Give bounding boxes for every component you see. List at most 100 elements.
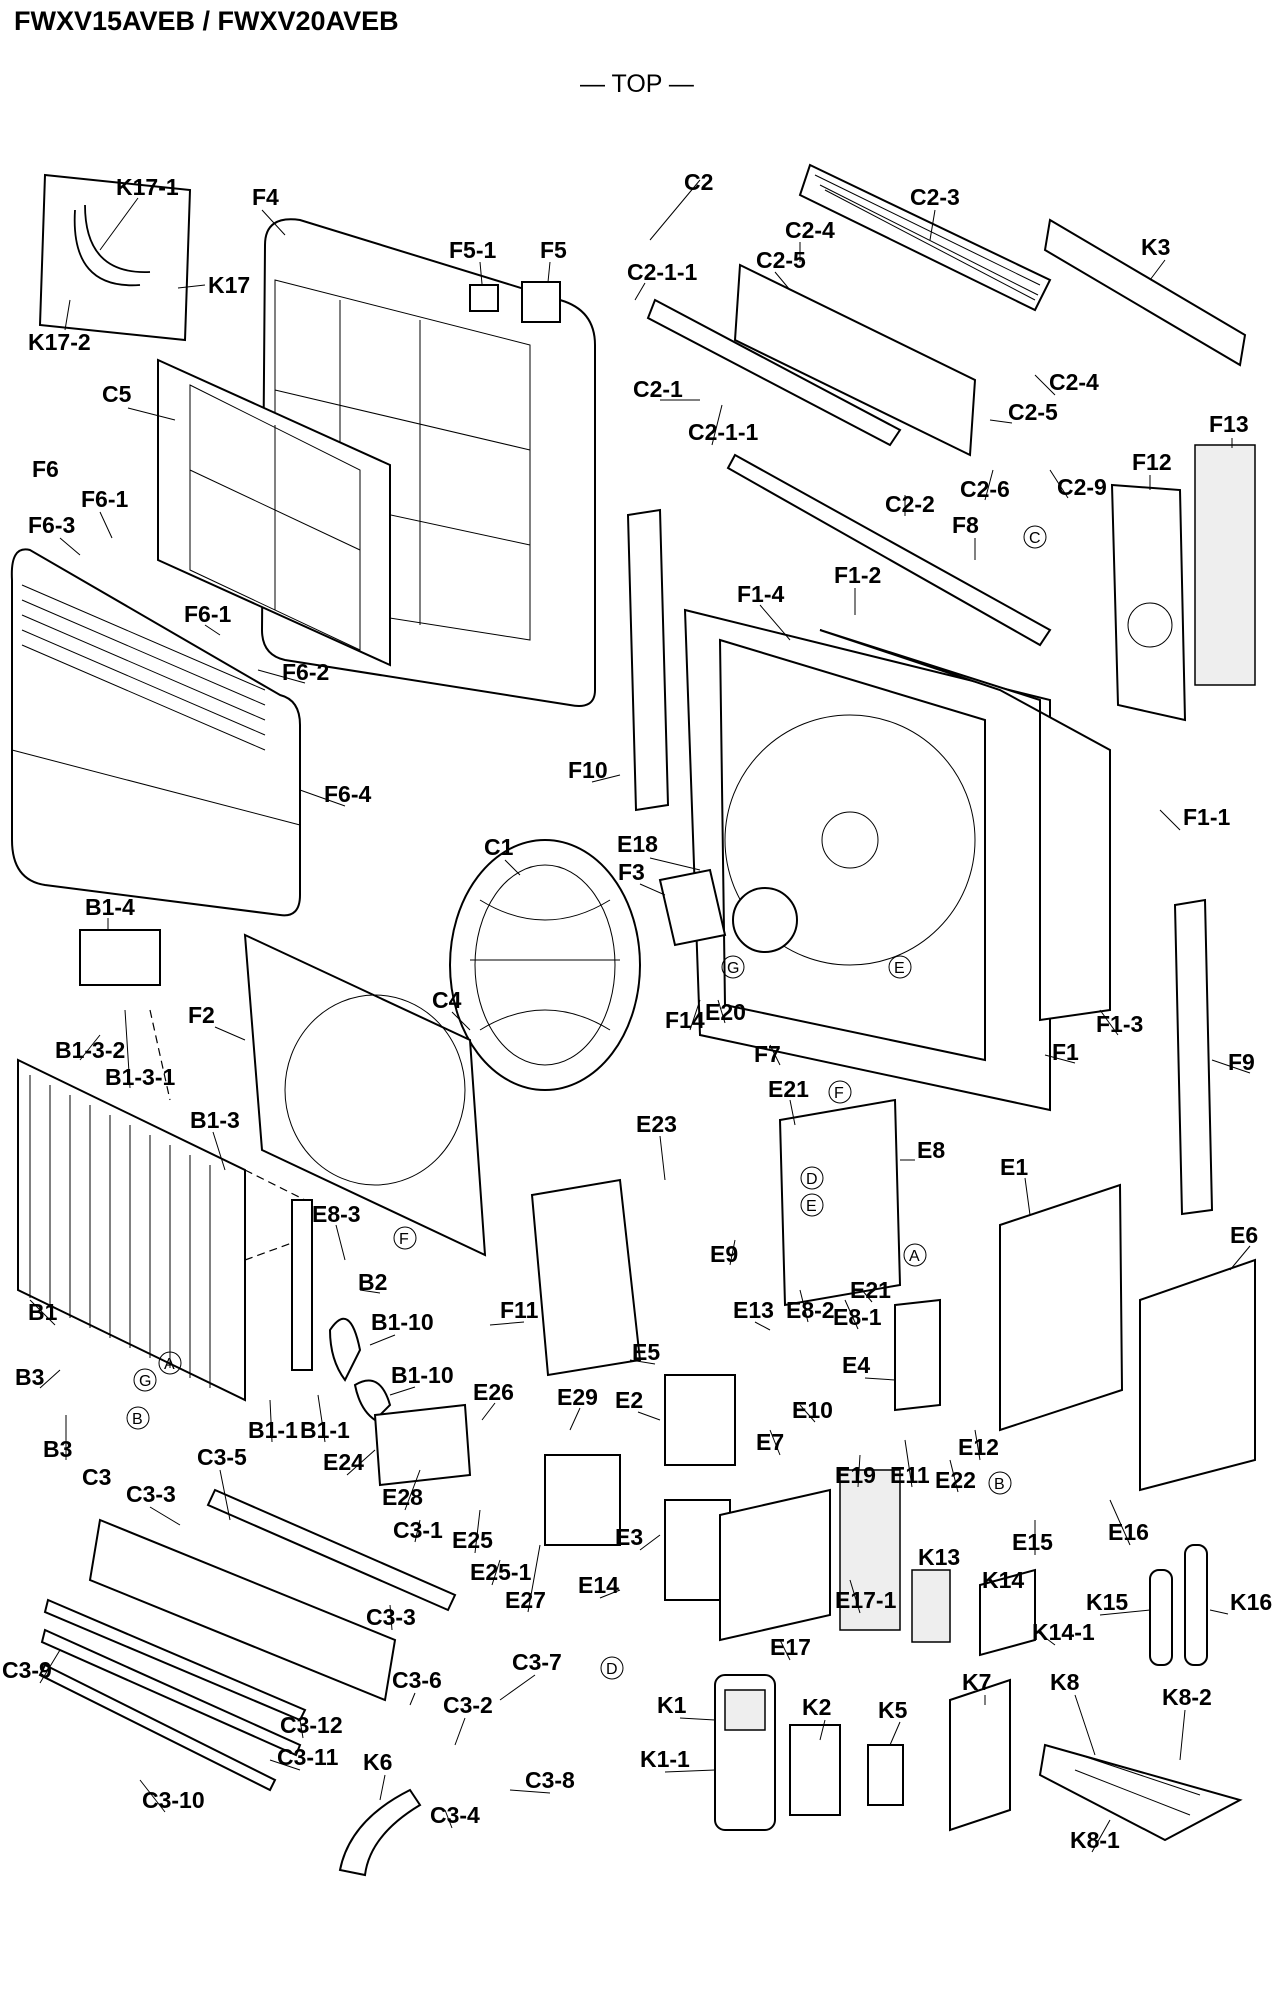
label-e26: E26 — [473, 1379, 514, 1405]
label-e8-3: E8-3 — [312, 1201, 361, 1227]
label-e24: E24 — [323, 1449, 364, 1475]
label-e8-1: E8-1 — [833, 1304, 882, 1330]
part-drawings — [10, 163, 1256, 1877]
leader-lines — [29, 179, 1251, 1853]
connector-markers: C G E F D E A F A G B B D — [126, 525, 1047, 1680]
label-f1-2: F1-2 — [834, 562, 881, 588]
label-e8-2: E8-2 — [786, 1297, 835, 1323]
label-e8: E8 — [917, 1137, 945, 1163]
label-k8-1: K8-1 — [1070, 1827, 1120, 1853]
label-b1-3-1: B1-3-1 — [105, 1064, 176, 1090]
label-k2: K2 — [802, 1694, 831, 1720]
label-e19: E19 — [835, 1462, 876, 1488]
view-label: — TOP — — [580, 70, 694, 98]
label-c2-1-1-a: C2-1-1 — [627, 259, 698, 285]
label-f6: F6 — [32, 456, 59, 482]
label-k14-1: K14-1 — [1032, 1619, 1095, 1645]
connector-d-pcb: D — [806, 1171, 818, 1188]
label-f3: F3 — [618, 859, 645, 885]
connector-e-casing: E — [894, 960, 905, 977]
connector-c-top: C — [1029, 530, 1041, 547]
label-c2-1: C2-1 — [633, 376, 683, 402]
label-f8: F8 — [952, 512, 979, 538]
label-c3-6: C3-6 — [392, 1667, 442, 1693]
label-k17-2: K17-2 — [28, 329, 91, 355]
label-b1-3: B1-3 — [190, 1107, 240, 1133]
connector-g-coil: G — [139, 1373, 151, 1390]
label-f6-4: F6-4 — [324, 781, 372, 807]
label-c3-5: C3-5 — [197, 1444, 247, 1470]
label-c1: C1 — [484, 834, 514, 860]
label-b2: B2 — [358, 1269, 387, 1295]
label-f13: F13 — [1209, 411, 1249, 437]
label-c2-3: C2-3 — [910, 184, 960, 210]
label-e4: E4 — [842, 1352, 870, 1378]
label-f1-4: F1-4 — [737, 581, 785, 607]
label-e2: E2 — [615, 1387, 643, 1413]
label-f11: F11 — [500, 1297, 539, 1323]
label-b1-10-b: B1-10 — [391, 1362, 454, 1388]
label-c3-11: C3-11 — [277, 1744, 339, 1770]
label-k1: K1 — [657, 1692, 687, 1718]
label-e25: E25 — [452, 1527, 493, 1553]
label-k8-2: K8-2 — [1162, 1684, 1212, 1710]
label-c2-6: C2-6 — [960, 476, 1010, 502]
label-f6-3: F6-3 — [28, 512, 75, 538]
connector-a-pcb: A — [909, 1248, 920, 1265]
label-e27: E27 — [505, 1587, 546, 1613]
label-f9: F9 — [1228, 1049, 1255, 1075]
connector-f-pcb: F — [834, 1085, 844, 1102]
label-e18: E18 — [617, 831, 658, 857]
label-f1-1: F1-1 — [1183, 804, 1231, 830]
label-k6: K6 — [363, 1749, 392, 1775]
label-f14: F14 — [665, 1007, 705, 1033]
label-k17: K17 — [208, 272, 250, 298]
callout-labels: K17-1 F4 F5-1 F5 C2 C2-3 K3 K17 K17-2 C2… — [2, 169, 1272, 1853]
label-e1: E1 — [1000, 1154, 1028, 1180]
label-k8: K8 — [1050, 1669, 1080, 1695]
connector-g-motor: G — [727, 960, 739, 977]
label-k7: K7 — [962, 1669, 991, 1695]
label-e14: E14 — [578, 1572, 619, 1598]
label-c2-9: C2-9 — [1057, 474, 1107, 500]
label-f6-1-a: F6-1 — [81, 486, 129, 512]
label-c5: C5 — [102, 381, 132, 407]
label-f5: F5 — [540, 237, 567, 263]
label-f2: F2 — [188, 1002, 215, 1028]
label-e15: E15 — [1012, 1529, 1053, 1555]
label-e7: E7 — [756, 1429, 784, 1455]
label-c3-3-a: C3-3 — [126, 1481, 176, 1507]
label-k3: K3 — [1141, 234, 1170, 260]
label-c2-5-a: C2-5 — [756, 247, 806, 273]
label-e29: E29 — [557, 1384, 598, 1410]
label-e17: E17 — [770, 1634, 811, 1660]
label-c4: C4 — [432, 987, 462, 1013]
label-e25-1: E25-1 — [470, 1559, 532, 1585]
label-c3-8: C3-8 — [525, 1767, 575, 1793]
label-b3-a: B3 — [15, 1364, 44, 1390]
label-f10: F10 — [568, 757, 608, 783]
connector-d-drain: D — [606, 1661, 618, 1678]
label-b1-10-a: B1-10 — [371, 1309, 434, 1335]
label-e20: E20 — [705, 999, 746, 1025]
connector-e-pcb: E — [806, 1198, 817, 1215]
label-e13: E13 — [733, 1297, 774, 1323]
label-e6: E6 — [1230, 1222, 1258, 1248]
label-k13: K13 — [918, 1544, 960, 1570]
label-b1-3-2: B1-3-2 — [55, 1037, 125, 1063]
connector-b-wire: B — [994, 1476, 1005, 1493]
label-c2-5-b: C2-5 — [1008, 399, 1058, 425]
label-c3-12: C3-12 — [280, 1712, 343, 1738]
label-c2-4-a: C2-4 — [785, 217, 835, 243]
label-f4: F4 — [252, 184, 279, 210]
page-title: FWXV15AVEB / FWXV20AVEB — [14, 6, 399, 36]
label-e28: E28 — [382, 1484, 423, 1510]
label-b1-4: B1-4 — [85, 894, 135, 920]
label-f6-1-b: F6-1 — [184, 601, 232, 627]
label-e21-b: E21 — [850, 1277, 891, 1303]
label-k1-1: K1-1 — [640, 1746, 690, 1772]
label-k15: K15 — [1086, 1589, 1128, 1615]
label-f7: F7 — [754, 1041, 781, 1067]
label-c3-4: C3-4 — [430, 1802, 480, 1828]
